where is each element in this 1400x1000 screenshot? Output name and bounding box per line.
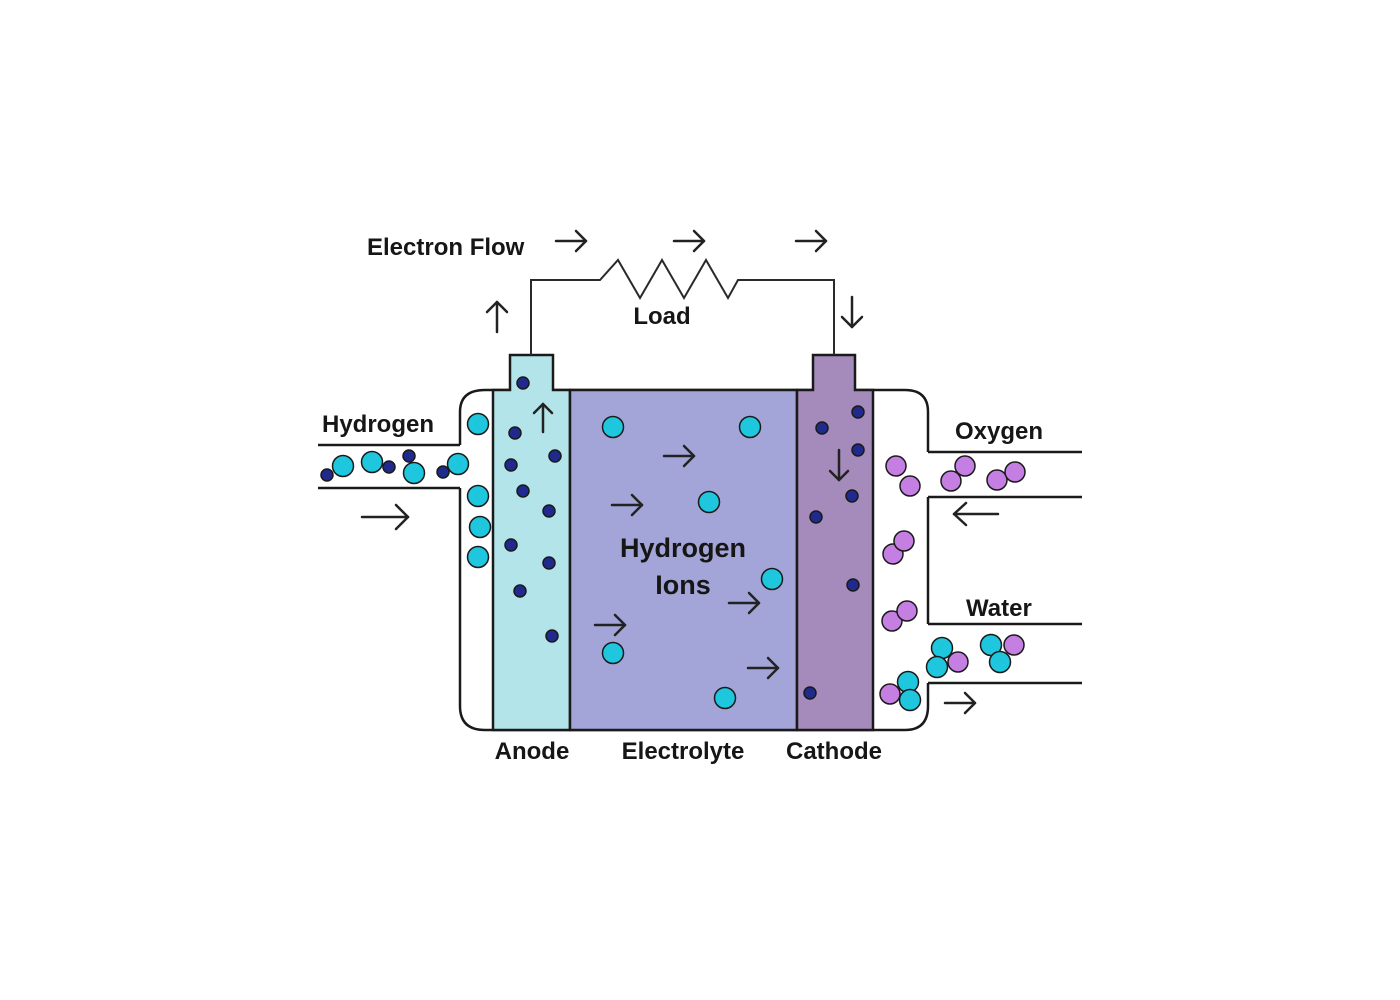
- electron-flow-label: Electron Flow: [367, 234, 525, 261]
- oxygen-particle: [881, 610, 903, 632]
- arrow-right-icon: [727, 591, 761, 615]
- oxygen-particle: [1003, 634, 1025, 656]
- electron-particle: [382, 460, 396, 474]
- electron-particle: [508, 426, 522, 440]
- arrow-right-icon: [610, 493, 644, 517]
- hydrogen-particle: [601, 415, 625, 439]
- arrow-right-icon: [746, 656, 780, 680]
- electron-particle: [542, 504, 556, 518]
- arrow-right-icon: [360, 503, 410, 531]
- hydrogen-particle: [466, 545, 490, 569]
- hydrogen-ions-label-line2: Ions: [655, 570, 711, 600]
- hydrogen-ions-label-line1: Hydrogen: [620, 533, 746, 563]
- electron-particle: [504, 458, 518, 472]
- hydrogen-label: Hydrogen: [322, 411, 434, 438]
- arrow-down-icon: [828, 448, 850, 482]
- arrow-up-icon: [532, 402, 554, 434]
- electron-particle: [436, 465, 450, 479]
- electron-particle: [851, 405, 865, 419]
- oxygen-particle: [1004, 461, 1026, 483]
- arrow-right-icon: [943, 691, 977, 715]
- hydrogen-particle: [466, 412, 490, 436]
- load-label: Load: [633, 303, 690, 330]
- electron-flow-arrows: [485, 229, 864, 482]
- hydrogen-particle: [738, 415, 762, 439]
- hydrogen-particle: [468, 515, 492, 539]
- hydrogen-particle: [760, 567, 784, 591]
- external-circuit-wire: [530, 258, 835, 355]
- electron-particle: [402, 449, 416, 463]
- ion-flow-arrows: [593, 444, 780, 680]
- oxygen-particle: [940, 470, 962, 492]
- hydrogen-particle: [988, 650, 1012, 674]
- oxygen-particle: [899, 475, 921, 497]
- particles: [320, 376, 1026, 712]
- electron-particle: [504, 538, 518, 552]
- electron-particle: [513, 584, 527, 598]
- hydrogen-particle: [713, 686, 737, 710]
- oxygen-inlet-pipe: [928, 450, 1082, 499]
- oxygen-particle: [896, 600, 918, 622]
- hydrogen-inlet-pipe: [318, 443, 460, 490]
- oxygen-particle: [885, 455, 907, 477]
- electron-particle: [542, 556, 556, 570]
- electron-particle: [545, 629, 559, 643]
- electron-particle: [320, 468, 334, 482]
- water-label: Water: [966, 595, 1032, 622]
- hydrogen-particle: [402, 461, 426, 485]
- electron-particle: [516, 484, 530, 498]
- oxygen-particle: [879, 683, 901, 705]
- electron-particle: [815, 421, 829, 435]
- anode-layer: [491, 353, 572, 732]
- electron-particle: [516, 376, 530, 390]
- oxygen-particle: [893, 530, 915, 552]
- electron-particle: [845, 489, 859, 503]
- oxygen-particle: [954, 455, 976, 477]
- oxygen-particle: [986, 469, 1008, 491]
- water-outlet-pipe: [928, 622, 1082, 685]
- arrow-up-icon: [485, 300, 509, 334]
- arrow-left-icon: [952, 501, 1000, 527]
- electron-particle: [846, 578, 860, 592]
- cathode-label: Cathode: [786, 738, 882, 765]
- hydrogen-particle: [331, 454, 355, 478]
- arrow-right-icon: [593, 613, 627, 637]
- electron-particle: [548, 449, 562, 463]
- hydrogen-particle: [466, 484, 490, 508]
- hydrogen-particle: [446, 452, 470, 476]
- hydrogen-particle: [930, 636, 954, 660]
- electrolyte-label: Electrolyte: [622, 738, 745, 765]
- anode-label: Anode: [495, 738, 570, 765]
- arrow-right-icon: [554, 229, 588, 253]
- gas-flow-arrows: [360, 501, 1000, 715]
- arrow-right-icon: [662, 444, 696, 468]
- hydrogen-particle: [925, 655, 949, 679]
- hydrogen-particle: [601, 641, 625, 665]
- oxygen-particle: [947, 651, 969, 673]
- oxygen-label: Oxygen: [955, 418, 1043, 445]
- arrow-down-icon: [840, 295, 864, 329]
- arrow-right-icon: [794, 229, 828, 253]
- electron-particle: [809, 510, 823, 524]
- hydrogen-particle: [697, 490, 721, 514]
- arrow-right-icon: [672, 229, 706, 253]
- electron-particle: [851, 443, 865, 457]
- hydrogen-particle: [360, 450, 384, 474]
- hydrogen-particle: [898, 688, 922, 712]
- electron-particle: [803, 686, 817, 700]
